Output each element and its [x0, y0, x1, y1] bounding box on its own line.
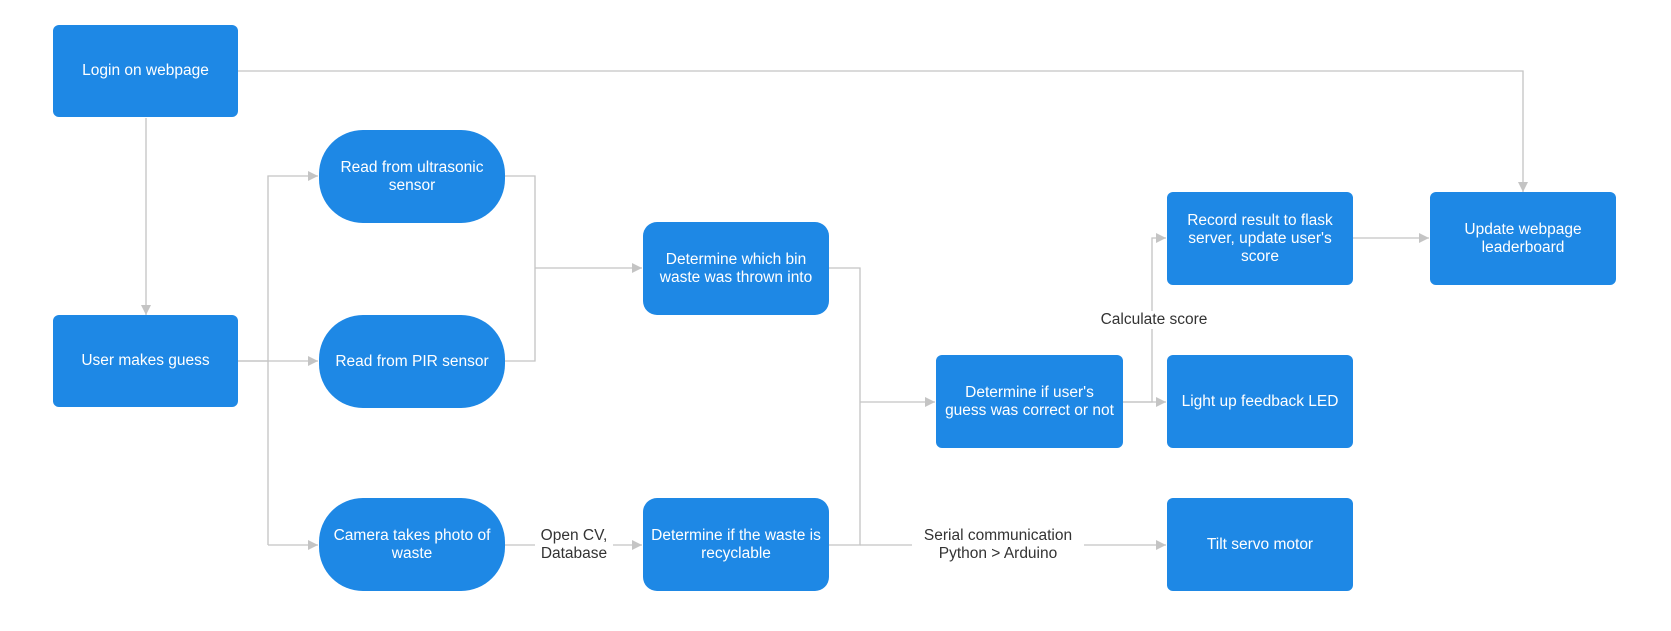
edge-guess-to-ultrasonic — [267, 171, 318, 361]
edge-which-bin-to-correct — [829, 267, 861, 402]
camera-node[interactable]: Camera takes photo of waste — [319, 498, 505, 591]
edge-login-to-leaderboard — [237, 70, 1528, 192]
correct-guess-node[interactable]: Determine if user's guess was correct or… — [936, 355, 1123, 448]
calculate-score-label: Calculate score — [1092, 311, 1216, 329]
recyclable-node[interactable]: Determine if the waste is recyclable — [643, 498, 829, 591]
serial-communication-label: Serial communication Python > Arduino — [912, 527, 1084, 563]
edge-recyclable-merge — [829, 402, 861, 546]
edge-guess-branch-trunk — [238, 360, 269, 545]
login-node[interactable]: Login on webpage — [53, 25, 238, 117]
pir-sensor-node[interactable]: Read from PIR sensor — [319, 315, 505, 408]
ultrasonic-sensor-node[interactable]: Read from ultrasonic sensor — [319, 130, 505, 223]
feedback-led-node[interactable]: Light up feedback LED — [1167, 355, 1353, 448]
edge-pir-to-which-bin — [505, 268, 536, 362]
user-guess-node[interactable]: User makes guess — [53, 315, 238, 407]
which-bin-node[interactable]: Determine which bin waste was thrown int… — [643, 222, 829, 315]
leaderboard-node[interactable]: Update webpage leaderboard — [1430, 192, 1616, 285]
edge-ultrasonic-to-which-bin — [505, 175, 536, 268]
servo-motor-node[interactable]: Tilt servo motor — [1167, 498, 1353, 591]
record-result-node[interactable]: Record result to flask server, update us… — [1167, 192, 1353, 285]
opencv-database-label: Open CV, Database — [535, 527, 613, 563]
